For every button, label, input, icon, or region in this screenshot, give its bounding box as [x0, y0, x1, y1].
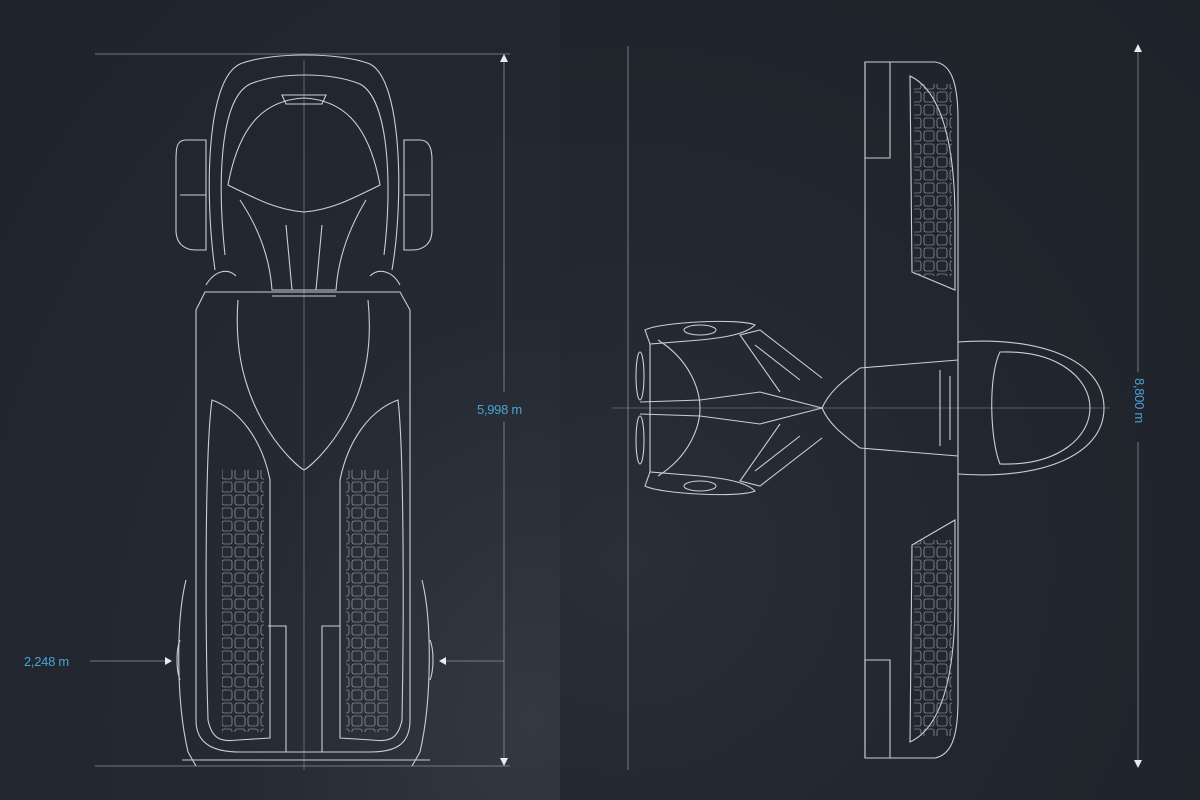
plan-view-arrows	[1134, 44, 1142, 768]
length-dimension-label: 5,998 m	[477, 402, 522, 417]
aircraft-plan-view	[635, 61, 1105, 759]
plan-view-panel	[560, 0, 1200, 800]
plan-view-dimension-lines	[612, 46, 1139, 770]
top-view-panel	[0, 0, 560, 800]
width-dimension-label: 2,248 m	[24, 654, 69, 669]
vehicle-top-view	[175, 54, 434, 767]
top-view-arrows	[165, 54, 508, 766]
top-view-dimension-lines	[90, 53, 510, 770]
wingspan-dimension-label: 8,800 m	[1132, 378, 1147, 423]
